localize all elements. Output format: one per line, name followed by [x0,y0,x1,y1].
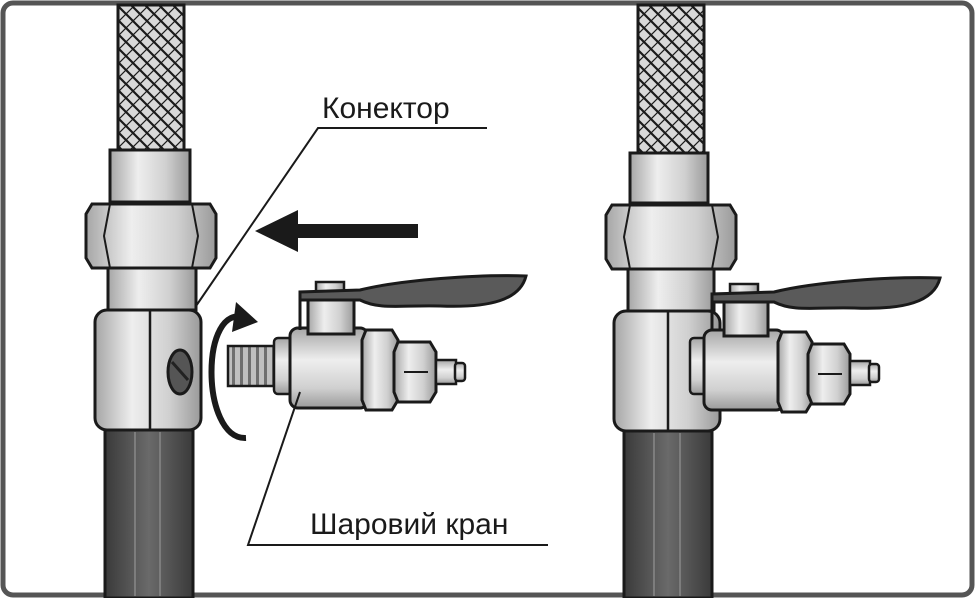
valve-handle-right [710,276,942,310]
ball-valve-right [688,276,942,414]
connector-leader-line [195,127,487,307]
right-assembly [604,3,942,598]
valve-thread [226,344,280,388]
braided-hose-right [636,3,706,155]
ball-valve-left [226,274,528,412]
hose-collar-right [628,151,710,205]
valve-body [288,326,370,410]
left-assembly [84,3,218,598]
water-hose-right [622,429,714,598]
direction-arrow [255,210,418,252]
ball-valve-label: Шаровий кран [310,508,508,541]
hex-nut-right [604,203,738,271]
valve-hex-flange [360,328,400,412]
rotation-arrow-icon [208,302,258,442]
connector-neck-right [626,267,716,313]
hose-collar-left [108,148,192,204]
water-hose-left [103,428,195,598]
braided-hose-left [116,3,186,152]
valve-handle [298,274,528,308]
connector-label: Конектор [322,92,450,125]
valve-leader-line [246,391,548,546]
connector-neck-left [106,266,198,312]
hex-nut-left [84,202,218,270]
callout-lines [195,127,548,546]
